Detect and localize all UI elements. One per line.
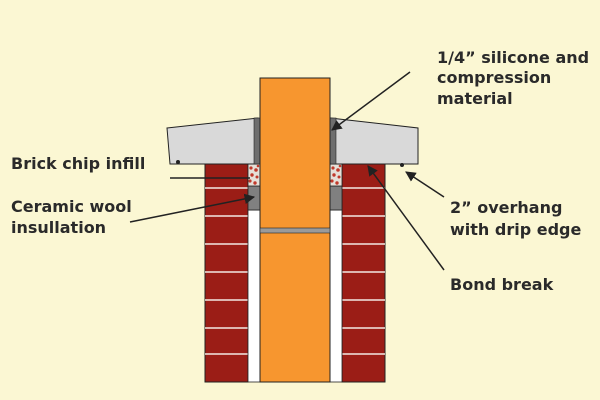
- leader-lines: [129, 71, 445, 271]
- flue-liner: [259, 77, 331, 383]
- ceramic-wool-right: [329, 185, 343, 211]
- label-ceramic-wool-line2: insullation: [11, 218, 106, 237]
- label-ceramic-wool-line1: Ceramic wool: [11, 197, 132, 216]
- silicone-seal-left: [253, 117, 261, 165]
- brick-chip-infill-left: [247, 163, 261, 187]
- label-overhang-line1: 2” overhang: [450, 198, 562, 217]
- leader-bond-break: [367, 165, 445, 271]
- silicone-seal-right: [329, 117, 337, 165]
- label-bond-break: Bond break: [450, 275, 554, 294]
- leader-ceramic-wool: [129, 193, 256, 223]
- label-silicone-line3: material: [437, 89, 513, 108]
- leader-silicone: [331, 71, 411, 131]
- label-silicone-line1: 1/4” silicone and: [437, 48, 589, 67]
- air-gap-left: [247, 209, 261, 383]
- brick-chip-infill-right: [329, 163, 343, 187]
- left-brick-wall: [204, 161, 249, 383]
- air-gap-right: [329, 209, 343, 383]
- label-brick-chip-infill: Brick chip infill: [11, 154, 145, 173]
- leader-overhang: [405, 171, 445, 198]
- right-brick-wall: [341, 161, 386, 383]
- leader-dot-brick-chip: [176, 160, 180, 164]
- leader-dot-overhang: [400, 163, 404, 167]
- label-overhang-line2: with drip edge: [450, 220, 581, 239]
- label-silicone-line2: compression: [437, 68, 551, 87]
